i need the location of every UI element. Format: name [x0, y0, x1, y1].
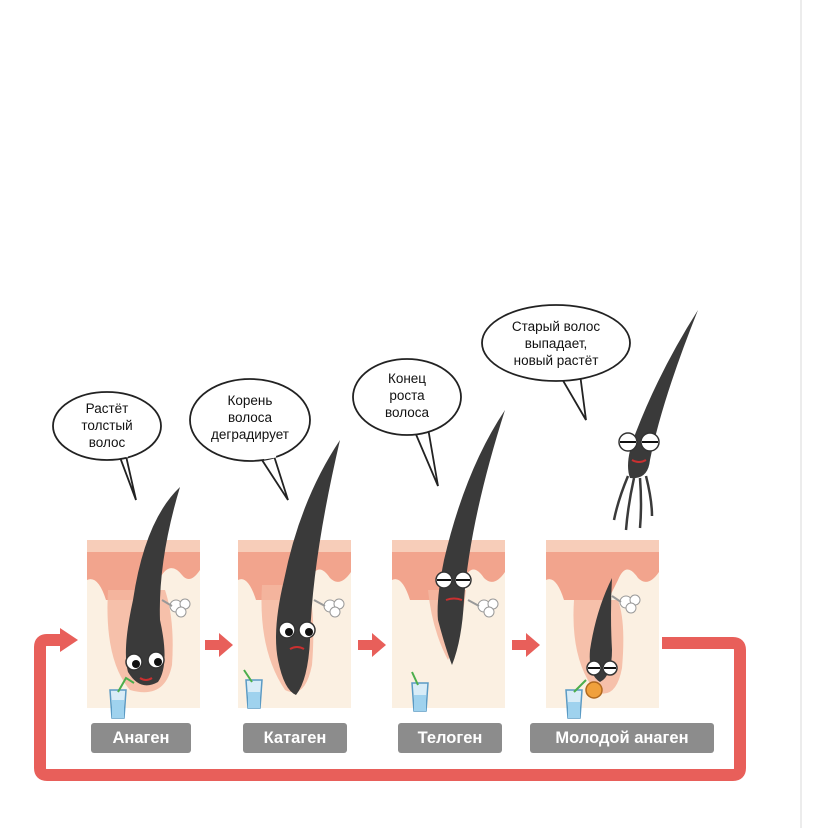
- water-glass-young-anagen: [565, 679, 587, 719]
- speech-bubble-young-anagen: [481, 304, 631, 421]
- stage-arrow-1: [205, 633, 233, 657]
- stage-label-anagen: Анаген: [91, 723, 191, 753]
- water-glass-anagen: [109, 676, 135, 719]
- speech-bubble-catagen: [189, 378, 311, 501]
- bubble-text-catagen: Корень волоса деградирует: [211, 393, 289, 442]
- stage-arrow-2: [358, 633, 386, 657]
- cloud-puff-anagen: [161, 598, 191, 618]
- water-glass-telogen: [411, 671, 429, 712]
- falling-old-hair: [612, 310, 698, 531]
- hair-young-anagen: [585, 578, 618, 699]
- hair-anagen: [125, 487, 180, 686]
- speech-bubble-anagen: [52, 391, 162, 501]
- bubble-text-telogen: Конец роста волоса: [384, 371, 430, 420]
- stage-label-catagen: Катаген: [243, 723, 347, 753]
- hair-telogen: [435, 410, 505, 665]
- loop-arrowhead: [60, 628, 78, 652]
- stage-label-young-anagen: Молодой анаген: [530, 723, 714, 753]
- page-divider: [800, 0, 802, 828]
- bubble-text-young-anagen: Старый волос выпадает, новый растёт: [511, 319, 601, 368]
- cloud-puff-catagen: [313, 598, 345, 618]
- stage-label-telogen: Телоген: [398, 723, 502, 753]
- speech-bubble-telogen: [352, 358, 462, 487]
- pacifier-icon: [585, 681, 603, 699]
- stage-arrow-3: [512, 633, 540, 657]
- bubble-text-anagen: Растёт толстый волос: [81, 401, 133, 450]
- water-glass-catagen: [243, 669, 263, 709]
- cloud-puff-young-anagen: [611, 594, 641, 614]
- cycle-loop-arrow: [34, 628, 746, 781]
- cloud-puff-telogen: [467, 598, 499, 618]
- hair-catagen: [276, 440, 340, 695]
